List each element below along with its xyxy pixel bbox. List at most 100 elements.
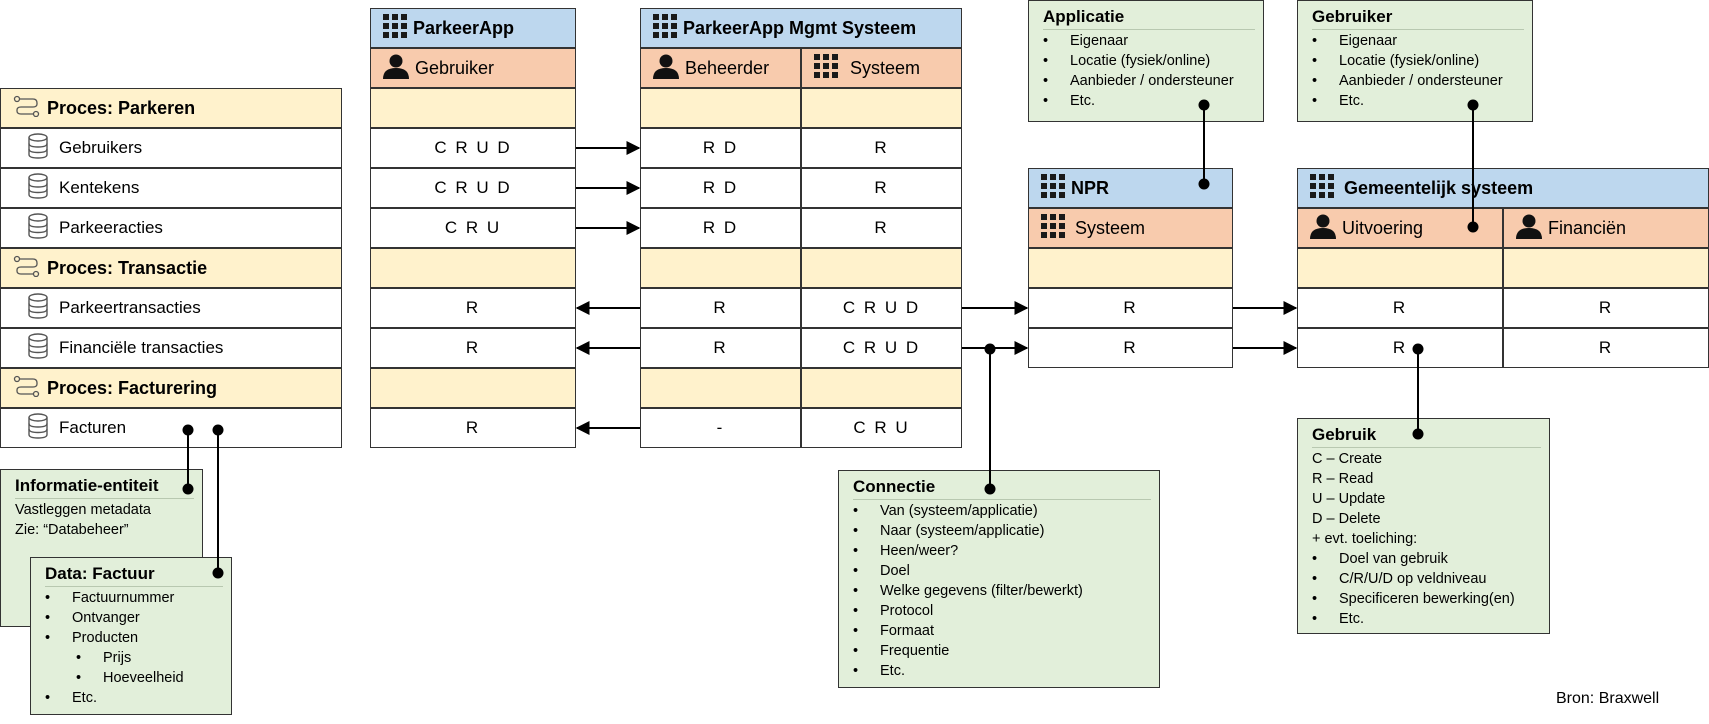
note-item: Doel bbox=[853, 561, 1159, 581]
process-spacer bbox=[640, 368, 801, 408]
note-line: + evt. toeliching: bbox=[1312, 531, 1418, 547]
entity-label: Kentekens bbox=[59, 178, 140, 197]
system-header-npr[interactable]: NPR bbox=[1028, 168, 1233, 208]
note-item: Aanbieder / ondersteuner bbox=[1312, 71, 1532, 91]
system-header-mgmt[interactable]: ParkeerApp Mgmt Systeem bbox=[640, 8, 962, 48]
callout-dot bbox=[1198, 99, 1210, 111]
note-item: Etc. bbox=[1043, 91, 1263, 111]
crud-cell: R bbox=[1028, 288, 1233, 328]
system-header-gemeente[interactable]: Gemeentelijk systeem bbox=[1297, 168, 1709, 208]
crud-cell: R bbox=[640, 328, 801, 368]
note-item: Van (systeem/applicatie) bbox=[853, 501, 1159, 521]
note-applicatie: Applicatie Eigenaar Locatie (fysiek/onli… bbox=[1028, 0, 1264, 122]
grid-icon bbox=[1041, 173, 1065, 203]
crud-cell: C R U D bbox=[370, 128, 576, 168]
entity-row-parkeeracties[interactable]: Parkeeracties bbox=[0, 208, 342, 248]
note-item: Etc. bbox=[1312, 91, 1532, 111]
entity-row-gebruikers[interactable]: Gebruikers bbox=[0, 128, 342, 168]
source-credit: Bron: Braxwell bbox=[1556, 690, 1660, 707]
entity-row-facturen[interactable]: Facturen bbox=[0, 408, 342, 448]
role-label: Financiën bbox=[1548, 217, 1627, 238]
role-header-beheerder[interactable]: Beheerder bbox=[640, 48, 801, 88]
crud-cell: R D bbox=[640, 208, 801, 248]
system-title: ParkeerApp bbox=[413, 17, 515, 38]
database-icon bbox=[27, 212, 49, 244]
grid-icon bbox=[814, 53, 838, 83]
entity-label: Gebruikers bbox=[59, 138, 143, 157]
database-icon bbox=[27, 412, 49, 444]
user-icon bbox=[653, 53, 679, 84]
callout-dot bbox=[1412, 343, 1424, 355]
note-line: U – Update bbox=[1312, 491, 1386, 507]
note-data-factuur: Data: Factuur Factuurnummer Ontvanger Pr… bbox=[30, 557, 232, 715]
crud-cell: C R U bbox=[801, 408, 962, 448]
crud-cell: C R U D bbox=[801, 288, 962, 328]
crud-cell: R bbox=[801, 128, 962, 168]
process-spacer bbox=[801, 368, 962, 408]
role-header-systeem[interactable]: Systeem bbox=[801, 48, 962, 88]
role-label: Gebruiker bbox=[415, 57, 495, 78]
note-item: Welke gegevens (filter/bewerkt) bbox=[853, 581, 1159, 601]
process-spacer bbox=[370, 88, 576, 128]
process-icon bbox=[13, 375, 41, 402]
process-row-parkeren[interactable]: Proces: Parkeren bbox=[0, 88, 342, 128]
process-spacer bbox=[1297, 248, 1503, 288]
database-icon bbox=[27, 332, 49, 364]
system-title: Gemeentelijk systeem bbox=[1344, 177, 1534, 198]
system-header-parkeerapp[interactable]: ParkeerApp bbox=[370, 8, 576, 48]
process-row-facturering[interactable]: Proces: Facturering bbox=[0, 368, 342, 408]
callout-dot bbox=[984, 343, 996, 355]
entity-row-kentekens[interactable]: Kentekens bbox=[0, 168, 342, 208]
crud-cell: C R U D bbox=[801, 328, 962, 368]
note-item: Doel van gebruik bbox=[1312, 549, 1549, 569]
user-icon bbox=[1516, 213, 1542, 244]
user-icon bbox=[1310, 213, 1336, 244]
role-label: Systeem bbox=[850, 57, 921, 78]
role-header-financien[interactable]: Financiën bbox=[1503, 208, 1709, 248]
grid-icon bbox=[383, 13, 407, 43]
note-item: Eigenaar bbox=[1043, 31, 1263, 51]
note-item: Formaat bbox=[853, 621, 1159, 641]
process-spacer bbox=[801, 248, 962, 288]
process-spacer bbox=[640, 88, 801, 128]
note-item: Factuurnummer bbox=[45, 588, 231, 608]
note-item: Protocol bbox=[853, 601, 1159, 621]
crud-cell: R bbox=[1503, 328, 1709, 368]
callout-dot bbox=[1198, 178, 1210, 190]
crud-cell: C R U bbox=[370, 208, 576, 248]
note-item: Etc. bbox=[45, 688, 231, 708]
note-connectie: Connectie Van (systeem/applicatie) Naar … bbox=[838, 470, 1160, 688]
user-icon bbox=[383, 53, 409, 84]
note-title: Informatie-entiteit bbox=[15, 476, 194, 499]
note-title: Gebruik bbox=[1312, 425, 1541, 448]
note-subitem: Hoeveelheid bbox=[45, 668, 231, 688]
note-item: Producten bbox=[45, 628, 231, 648]
note-line: Vastleggen metadata bbox=[15, 502, 151, 518]
note-line: R – Read bbox=[1312, 471, 1374, 487]
crud-cell: R bbox=[1297, 288, 1503, 328]
callout-dot bbox=[212, 567, 224, 579]
database-icon bbox=[27, 292, 49, 324]
note-subitem: Prijs bbox=[45, 648, 231, 668]
process-spacer bbox=[801, 88, 962, 128]
note-item: Locatie (fysiek/online) bbox=[1043, 51, 1263, 71]
crud-cell: R bbox=[640, 288, 801, 328]
entity-row-financiele-transacties[interactable]: Financiële transacties bbox=[0, 328, 342, 368]
role-header-systeem[interactable]: Systeem bbox=[1028, 208, 1233, 248]
callout-dot bbox=[1467, 99, 1479, 111]
process-row-transactie[interactable]: Proces: Transactie bbox=[0, 248, 342, 288]
note-item: Etc. bbox=[1312, 609, 1549, 629]
grid-icon bbox=[653, 13, 677, 43]
entity-label: Parkeertransacties bbox=[59, 298, 201, 317]
note-gebruik: Gebruik C – Create R – Read U – Update D… bbox=[1297, 418, 1550, 634]
crud-cell: R bbox=[1028, 328, 1233, 368]
entity-row-parkeertransacties[interactable]: Parkeertransacties bbox=[0, 288, 342, 328]
crud-cell: R D bbox=[640, 168, 801, 208]
grid-icon bbox=[1310, 173, 1334, 203]
note-title: Gebruiker bbox=[1312, 7, 1524, 30]
note-item: Etc. bbox=[853, 661, 1159, 681]
role-label: Beheerder bbox=[685, 57, 770, 78]
role-header-gebruiker[interactable]: Gebruiker bbox=[370, 48, 576, 88]
note-item: Aanbieder / ondersteuner bbox=[1043, 71, 1263, 91]
crud-cell: R bbox=[1297, 328, 1503, 368]
